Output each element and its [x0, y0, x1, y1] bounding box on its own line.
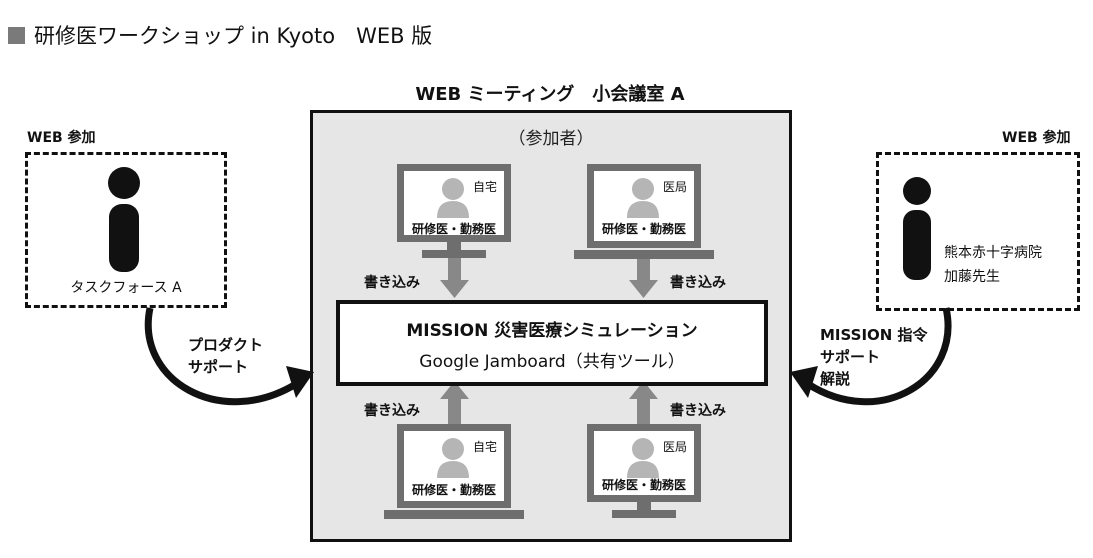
device-location-label: 自宅	[473, 180, 498, 194]
device-user-label: 研修医・勤務医	[411, 483, 496, 497]
mission-support-label: MISSION 指令 サポート 解説	[820, 326, 928, 388]
laptop-icon	[384, 424, 524, 519]
product-support-label: プロダクト サポート	[188, 336, 264, 376]
task-force-person-icon	[108, 167, 140, 272]
write-label: 書き込み	[364, 275, 420, 291]
task-force-name: タスクフォース A	[70, 280, 182, 296]
write-arrow-icon	[629, 258, 658, 298]
participants-label: （参加者）	[508, 129, 594, 149]
device-user-label: 研修医・勤務医	[601, 478, 686, 492]
dr-kato-person-icon	[903, 177, 931, 280]
write-label: 書き込み	[364, 403, 420, 419]
write-arrow-icon	[440, 381, 469, 425]
dr-kato-name: 加藤先生	[944, 269, 1000, 285]
shared-jamboard-box: MISSION 災害医療シミュレーション Google Jamboard（共有ツ…	[336, 300, 768, 386]
page-title: 研修医ワークショップ in Kyoto WEB 版	[8, 20, 432, 50]
monitor-icon	[397, 164, 511, 258]
write-arrows	[440, 258, 658, 425]
dr-kato-hospital: 熊本赤十字病院	[944, 245, 1042, 261]
laptop-icon	[574, 164, 714, 259]
product-support-arrow-icon	[144, 307, 314, 406]
right-web-join-label: WEB 参加	[1002, 130, 1071, 146]
mission-support-arrow-icon	[790, 307, 952, 406]
device-user-label: 研修医・勤務医	[411, 222, 496, 236]
device-user-label: 研修医・勤務医	[601, 222, 686, 236]
device-location-label: 自宅	[473, 440, 498, 454]
write-label: 書き込み	[670, 403, 726, 419]
mission-title: MISSION 災害医療シミュレーション	[406, 321, 698, 341]
monitor-icon	[587, 424, 701, 518]
page-title-text: 研修医ワークショップ in Kyoto WEB 版	[34, 24, 433, 48]
write-arrow-icon	[629, 381, 658, 425]
jamboard-label: Google Jamboard（共有ツール）	[419, 352, 685, 372]
device-location-label: 医局	[663, 440, 688, 454]
square-bullet-icon	[8, 26, 25, 44]
write-label: 書き込み	[670, 275, 726, 291]
write-arrow-icon	[440, 258, 469, 298]
left-web-join-label: WEB 参加	[27, 130, 96, 146]
meeting-room-title: WEB ミーティング 小会議室 A	[415, 84, 685, 105]
device-location-label: 医局	[663, 180, 688, 194]
